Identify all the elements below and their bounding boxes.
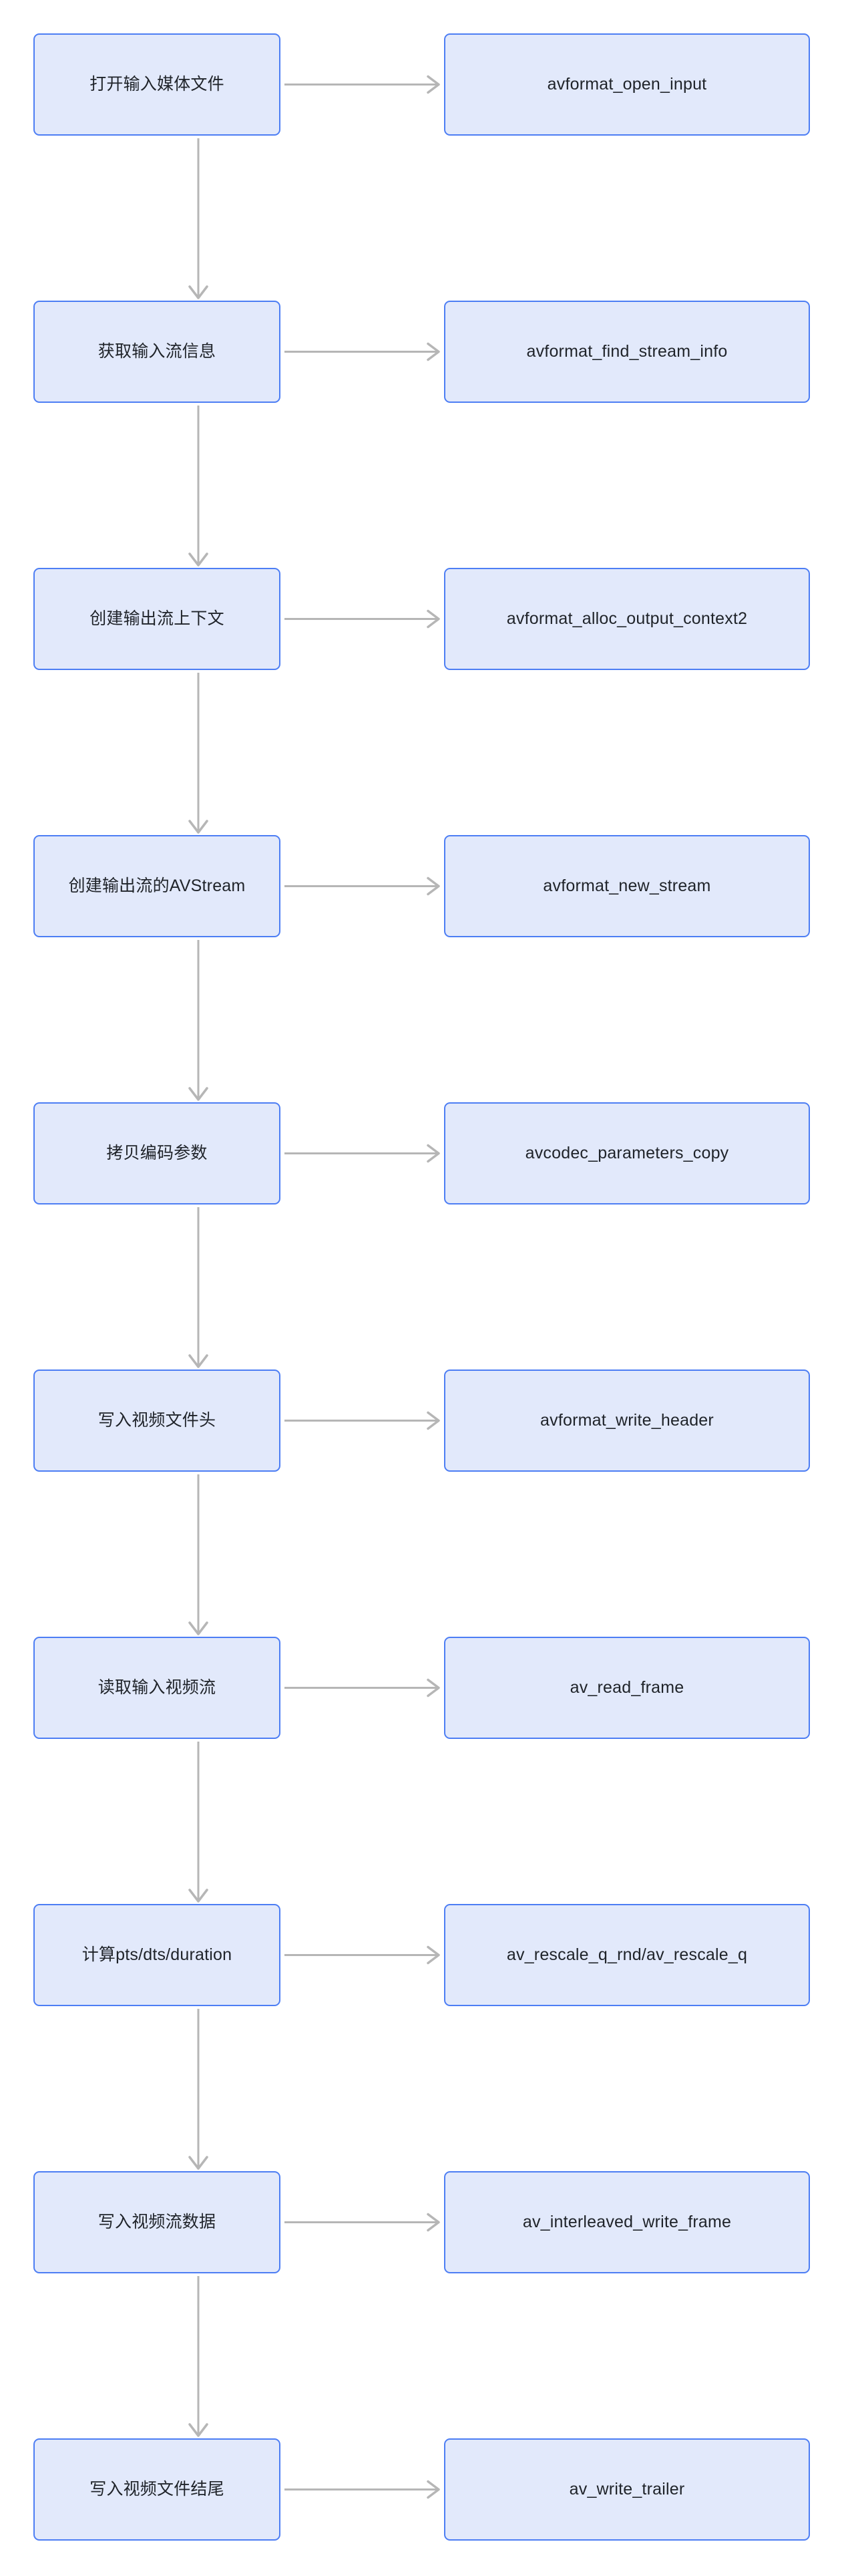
node-label: avformat_find_stream_info (526, 341, 728, 361)
arrow-right-3 (427, 876, 440, 896)
api-node-avcodec-parameters-copy[interactable]: avcodec_parameters_copy (444, 1102, 810, 1204)
arrow-down-0 (188, 285, 208, 299)
api-node-avformat-find-stream-info[interactable]: avformat_find_stream_info (444, 301, 810, 403)
api-node-av-interleaved-write-frame[interactable]: av_interleaved_write_frame (444, 2171, 810, 2273)
arrow-down-3 (188, 1087, 208, 1101)
arrow-down-4 (188, 1354, 208, 1368)
arrow-down-2 (188, 820, 208, 834)
node-label: 读取输入视频流 (97, 1677, 216, 1697)
arrow-down-7 (188, 2156, 208, 2170)
node-label: 拷贝编码参数 (106, 1143, 208, 1162)
step-node-copy-codec-parameters[interactable]: 拷贝编码参数 (33, 1102, 280, 1204)
node-label: 写入视频文件头 (97, 1410, 216, 1430)
node-label: 写入视频流数据 (97, 2212, 216, 2231)
arrow-right-6 (427, 1678, 440, 1698)
arrow-down-6 (188, 1889, 208, 1903)
api-node-avformat-alloc-output-context2[interactable]: avformat_alloc_output_context2 (444, 568, 810, 670)
arrow-down-5 (188, 1621, 208, 1635)
node-label: 打开输入媒体文件 (89, 74, 224, 94)
step-node-write-video-stream-data[interactable]: 写入视频流数据 (33, 2171, 280, 2273)
node-label: avformat_open_input (547, 74, 707, 94)
arrow-right-9 (427, 2480, 440, 2499)
node-label: 计算pts/dts/duration (81, 1945, 232, 1964)
api-node-avformat-new-stream[interactable]: avformat_new_stream (444, 835, 810, 937)
step-node-create-output-context[interactable]: 创建输出流上下文 (33, 568, 280, 670)
node-label: 获取输入流信息 (97, 341, 216, 361)
node-label: avformat_new_stream (543, 876, 711, 895)
arrow-down-8 (188, 2423, 208, 2437)
node-label: avformat_alloc_output_context2 (506, 609, 748, 628)
node-label: avformat_write_header (540, 1410, 714, 1430)
step-node-read-input-video-stream[interactable]: 读取输入视频流 (33, 1637, 280, 1739)
node-label: 写入视频文件结尾 (89, 2479, 224, 2499)
step-node-write-video-file-trailer[interactable]: 写入视频文件结尾 (33, 2438, 280, 2541)
api-node-av-read-frame[interactable]: av_read_frame (444, 1637, 810, 1739)
api-node-av-rescale-q-rnd[interactable]: av_rescale_q_rnd/av_rescale_q (444, 1904, 810, 2006)
arrow-down-1 (188, 552, 208, 567)
arrow-right-1 (427, 342, 440, 361)
node-label: av_interleaved_write_frame (522, 2212, 732, 2231)
arrow-right-7 (427, 1945, 440, 1965)
arrow-right-2 (427, 609, 440, 629)
node-label: av_rescale_q_rnd/av_rescale_q (506, 1945, 748, 1964)
api-node-av-write-trailer[interactable]: av_write_trailer (444, 2438, 810, 2541)
node-label: avcodec_parameters_copy (525, 1143, 729, 1162)
arrow-right-0 (427, 75, 440, 94)
step-node-compute-pts-dts-duration[interactable]: 计算pts/dts/duration (33, 1904, 280, 2006)
api-node-avformat-write-header[interactable]: avformat_write_header (444, 1370, 810, 1472)
step-node-create-output-avstream[interactable]: 创建输出流的AVStream (33, 835, 280, 937)
node-label: av_read_frame (570, 1677, 684, 1697)
step-node-write-video-file-header[interactable]: 写入视频文件头 (33, 1370, 280, 1472)
step-node-open-input-media-file[interactable]: 打开输入媒体文件 (33, 33, 280, 136)
step-node-get-input-stream-info[interactable]: 获取输入流信息 (33, 301, 280, 403)
arrow-right-5 (427, 1411, 440, 1430)
arrow-right-8 (427, 2213, 440, 2232)
node-label: 创建输出流上下文 (89, 609, 224, 628)
node-label: 创建输出流的AVStream (68, 876, 246, 895)
node-label: av_write_trailer (569, 2479, 685, 2499)
api-node-avformat-open-input[interactable]: avformat_open_input (444, 33, 810, 136)
arrow-right-4 (427, 1144, 440, 1163)
